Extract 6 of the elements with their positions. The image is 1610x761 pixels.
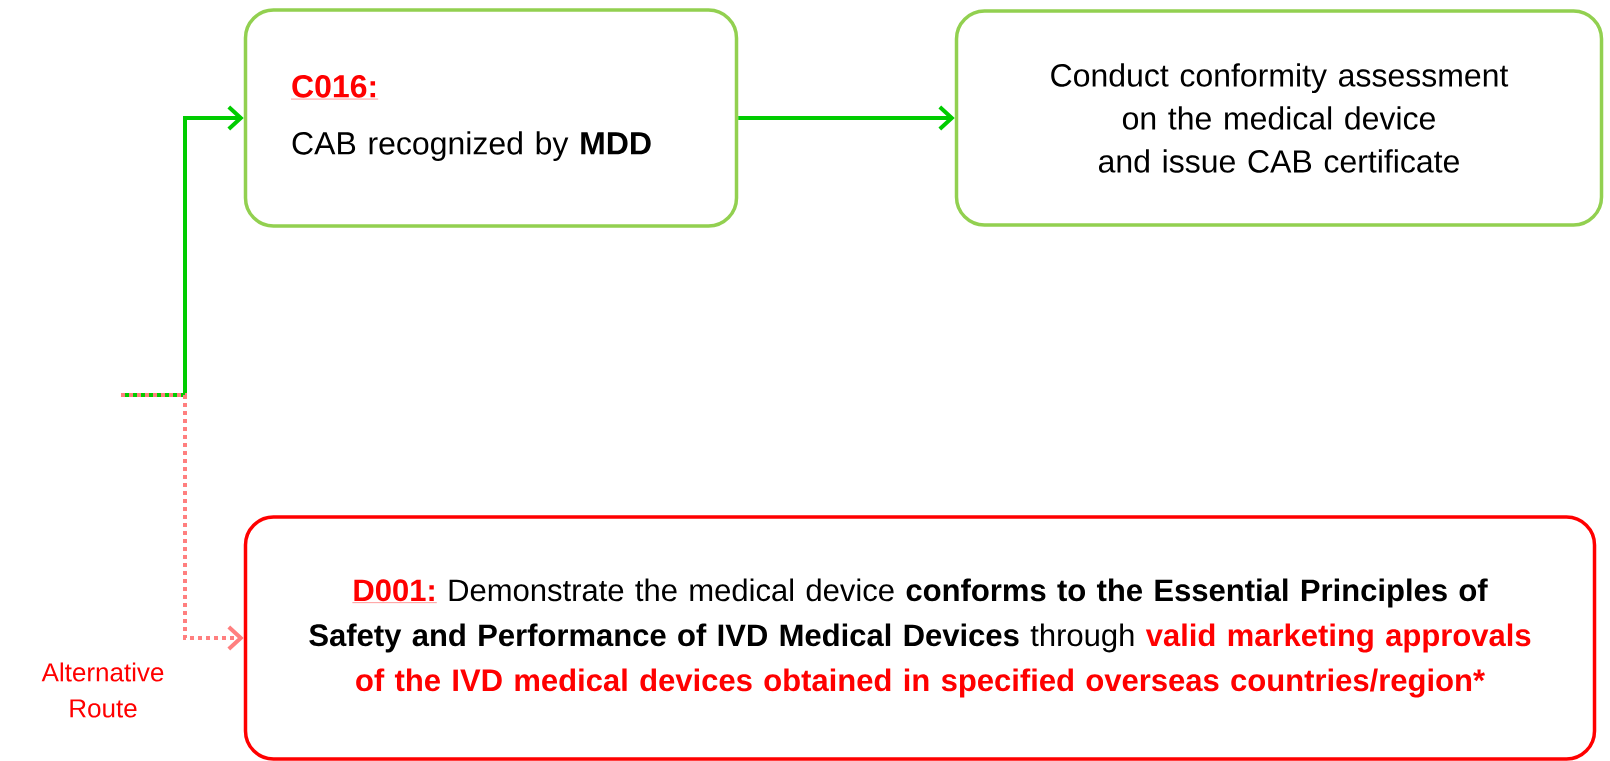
process-box: C016: CAB recognized by MDD: [243, 8, 739, 228]
process-box: D001: Demonstrate the medical device conforms to the Essential Principles of Safety and Performance of IVD Medical Devices through valid marketing approvals of the IVD medical devices obtained in specified overseas countries/region*: [243, 515, 1597, 761]
edge-label: Alternative Route: [41, 662, 164, 718]
process-box: Conduct conformity assessment on the medical device and issue CAB certificate: [954, 9, 1604, 227]
arrow: [121, 393, 244, 651]
arrow: [738, 105, 955, 131]
